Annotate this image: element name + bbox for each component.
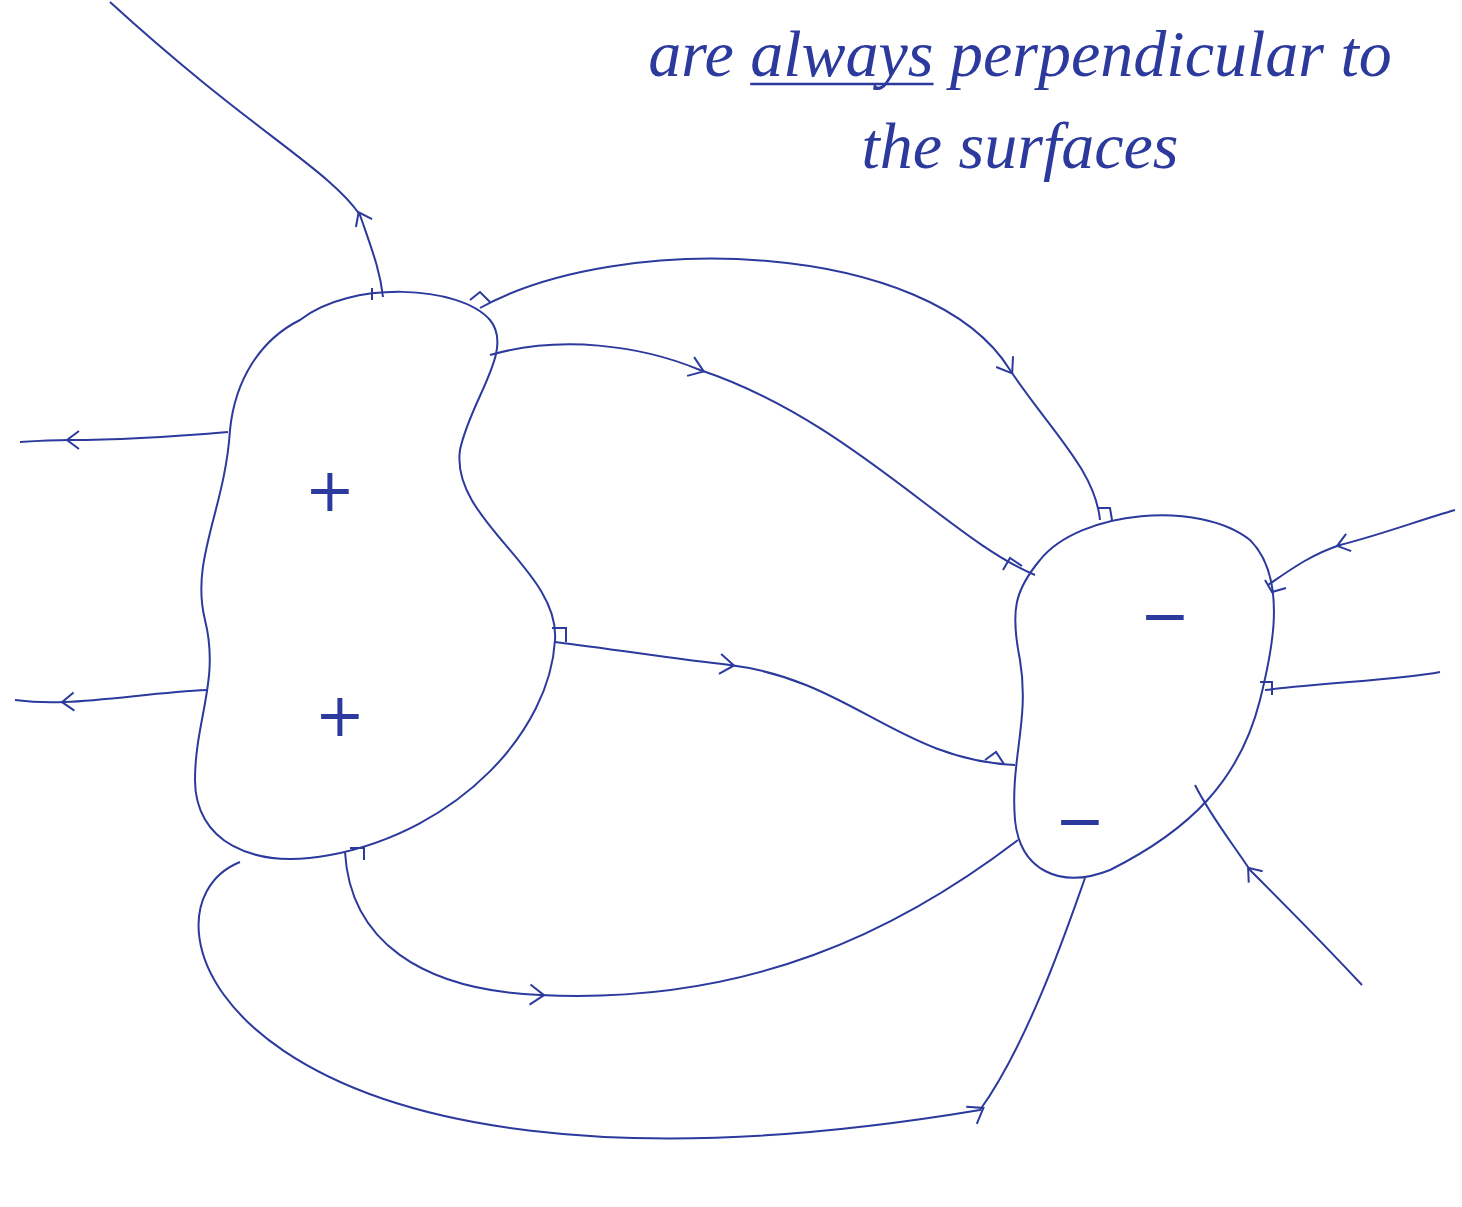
field-line xyxy=(1268,510,1455,585)
field-line xyxy=(1195,785,1362,985)
field-line xyxy=(15,690,207,702)
field-line xyxy=(199,862,1085,1138)
charge-sign: + xyxy=(305,460,355,520)
note-text: are always perpendicular to the surfaces xyxy=(620,8,1420,192)
charge-sign: + xyxy=(315,685,365,745)
field-line xyxy=(490,344,1035,575)
field-line xyxy=(345,840,1018,996)
conductor-outline xyxy=(185,280,575,880)
leader-line xyxy=(95,70,120,100)
charge-sign: − xyxy=(1055,790,1105,850)
field-line xyxy=(1265,672,1440,690)
negative-conductor: −− xyxy=(1000,495,1290,895)
field-line xyxy=(110,2,383,297)
conductor-outline xyxy=(1000,495,1290,895)
field-line xyxy=(20,432,228,442)
field-line xyxy=(555,642,1015,765)
positive-conductor: ++ xyxy=(185,280,575,880)
charge-sign: − xyxy=(1140,585,1190,645)
field-line xyxy=(480,259,1100,520)
